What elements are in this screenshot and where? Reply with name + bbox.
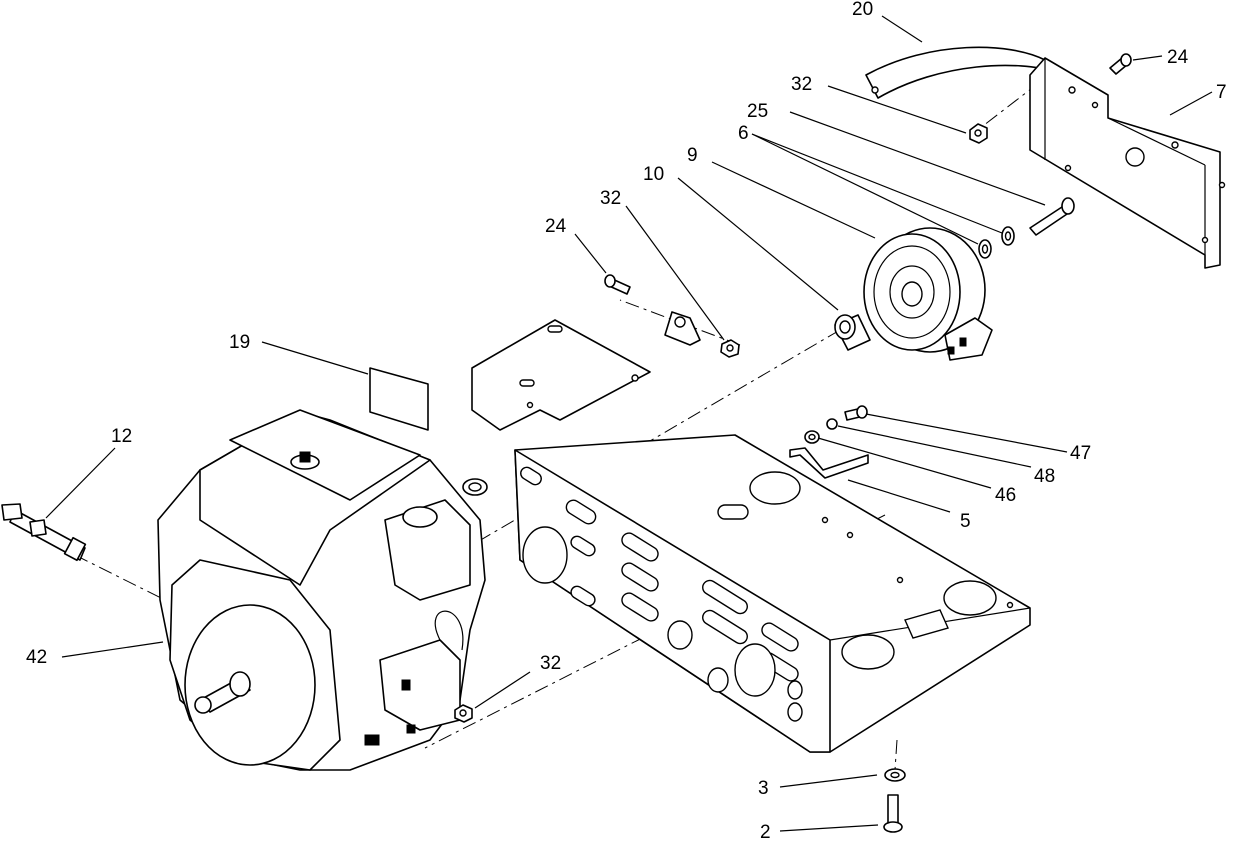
callout-24-lower: 24 <box>545 216 567 237</box>
callout-19: 19 <box>229 332 250 353</box>
strap-bracket <box>789 447 869 479</box>
bolt-2 <box>883 794 903 833</box>
bolt-24-upper <box>1109 53 1132 75</box>
clutch-mounting-bracket <box>471 311 701 431</box>
callout-32-upper: 32 <box>791 74 812 95</box>
washer-3 <box>884 768 906 782</box>
callout-32-lower: 32 <box>540 653 561 674</box>
decal <box>369 367 429 431</box>
callout-7: 7 <box>1216 82 1227 103</box>
belt-guard-arm <box>865 46 1056 99</box>
callout-24-upper: 24 <box>1167 47 1189 68</box>
callout-9: 9 <box>687 145 698 166</box>
bolt-25 <box>1029 197 1075 236</box>
bolt-47 <box>844 405 868 421</box>
bolt-24-lower <box>604 274 631 295</box>
callout-2: 2 <box>760 822 771 843</box>
callout-25: 25 <box>747 101 768 122</box>
nut-32-upper <box>969 123 988 144</box>
callout-5: 5 <box>960 511 971 532</box>
electric-clutch <box>863 227 993 361</box>
leader-lines <box>45 15 1213 832</box>
nut-32-lower <box>454 704 473 723</box>
engine <box>157 409 488 771</box>
callout-20: 20 <box>852 0 873 20</box>
callout-12: 12 <box>111 426 132 447</box>
callout-32-middle: 32 <box>600 188 621 209</box>
callout-10: 10 <box>643 164 664 185</box>
washers-6 <box>978 226 1015 259</box>
callout-6: 6 <box>738 123 749 144</box>
callout-3: 3 <box>758 778 769 799</box>
spacer <box>834 314 871 351</box>
callout-48: 48 <box>1034 466 1055 487</box>
mounting-plate <box>1029 57 1226 269</box>
callout-42: 42 <box>26 647 47 668</box>
callout-46: 46 <box>995 485 1016 506</box>
fuel-fitting <box>1 503 87 562</box>
lock-washer-48 <box>826 418 838 430</box>
nut-32-middle <box>720 339 740 358</box>
callout-labels: 20 24 7 32 25 6 9 10 32 24 19 12 42 47 4… <box>26 0 1227 843</box>
washer-46 <box>804 430 820 444</box>
callout-47: 47 <box>1070 443 1091 464</box>
chassis-frame <box>514 434 1031 753</box>
